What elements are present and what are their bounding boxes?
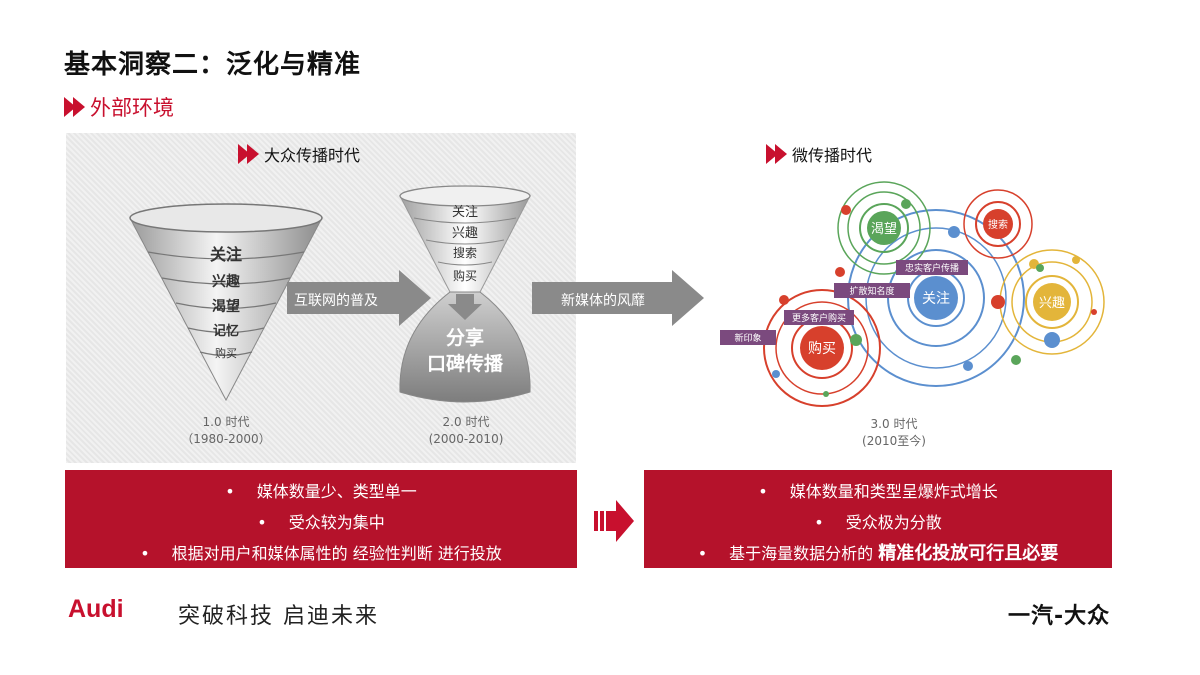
double-chevron-icon (766, 144, 787, 164)
mass-point-3: •根据对用户和媒体属性的 经验性判断 进行投放 (140, 544, 502, 563)
era-3-label: 3.0 时代 (2010至今) (834, 416, 954, 450)
subtitle-text: 外部环境 (90, 96, 174, 120)
down-arrow-icon (448, 294, 482, 320)
era-3-years: (2010至今) (862, 434, 926, 448)
node-buy-label: 购买 (808, 341, 836, 357)
node-search (983, 209, 1013, 239)
arrow-1-label: 互联网的普及 (294, 293, 378, 309)
era-1-years: （1980-2000） (181, 432, 271, 446)
funnel-2-word-of-mouth: 口碑传播 (427, 352, 504, 375)
era-1-label: 1.0 时代 （1980-2000） (166, 414, 286, 448)
micro-point-3: •基于海量数据分析的 精准化投放可行且必要 (697, 543, 1059, 564)
tag-expand-bg (834, 283, 910, 298)
funnel-2-diagram: 关注 兴趣 搜索 购买 分享 口碑传播 (399, 185, 531, 403)
search-rings (963, 189, 1033, 259)
micro-era-summary-box: •媒体数量和类型呈爆炸式增长 •受众极为分散 •基于海量数据分析的 精准化投放可… (644, 470, 1112, 568)
double-chevron-icon (64, 97, 85, 117)
funnel-2-level-2: 兴趣 (452, 226, 478, 241)
mass-point-1: •媒体数量少、类型单一 (225, 482, 417, 501)
node-interest-label: 兴趣 (1039, 296, 1065, 311)
node-want-label: 渴望 (871, 221, 897, 237)
micro-point-1: •媒体数量和类型呈爆炸式增长 (758, 482, 998, 501)
era-2-name: 2.0 时代 (442, 415, 490, 429)
funnel-1-level-1: 关注 (210, 245, 242, 264)
mass-point-2: •受众较为集中 (257, 513, 385, 532)
era-2-label: 2.0 时代 (2000-2010) (406, 414, 526, 448)
funnel-1-level-5: 购买 (215, 346, 237, 360)
era-1-name: 1.0 时代 (202, 415, 250, 429)
funnel-2-share: 分享 (446, 326, 484, 349)
tag-loyal: 忠实客户传播 (905, 262, 959, 274)
arrow-1-shape (287, 270, 431, 326)
funnel-2-level-4: 购买 (453, 268, 477, 283)
micro-era-heading: 微传播时代 (766, 142, 872, 166)
node-interest (1033, 283, 1071, 321)
double-chevron-icon (238, 144, 259, 164)
mass-era-summary-box: •媒体数量少、类型单一 •受众较为集中 •根据对用户和媒体属性的 经验性判断 进… (65, 470, 577, 568)
footer-slogan: 突破科技 启迪未来 (178, 604, 379, 629)
company-logo-text: 一汽-大众 (1008, 604, 1111, 629)
tag-more-buyers: 更多客户购买 (792, 312, 846, 324)
micro-point-2: •受众极为分散 (814, 513, 942, 532)
node-attention-label: 关注 (922, 291, 950, 307)
funnel-1-level-3: 渴望 (212, 298, 240, 315)
precision-emphasis: 精准化投放可行且必要 (878, 543, 1059, 564)
satellite-dots (772, 199, 1097, 397)
micro-era-heading-text: 微传播时代 (792, 146, 873, 165)
page-title: 基本洞察二：泛化与精准 (64, 50, 362, 80)
tag-expand: 扩散知名度 (849, 285, 894, 297)
mass-era-heading: 大众传播时代 (238, 142, 360, 166)
node-want (867, 211, 901, 245)
want-rings (837, 181, 931, 275)
funnel-2-level-3: 搜索 (453, 245, 477, 260)
micro-network-diagram: 渴望 搜索 关注 兴趣 购买 忠实客户传播 扩散知名度 更多客户购买 新印象 (720, 181, 1105, 407)
arrow-2-label: 新媒体的风靡 (561, 293, 645, 309)
mass-era-heading-text: 大众传播时代 (264, 146, 361, 165)
arrow-2-shape (532, 270, 704, 326)
tag-new-impression-bg (720, 330, 776, 345)
audi-logo-text: Audi (68, 595, 124, 623)
era-3-name: 3.0 时代 (870, 417, 918, 431)
funnel-1-level-4: 记忆 (213, 323, 239, 339)
funnel-1-level-2: 兴趣 (212, 273, 241, 290)
node-attention (914, 276, 958, 320)
funnel-1-diagram: 关注 兴趣 渴望 记忆 购买 (129, 203, 323, 402)
tag-new-impression: 新印象 (734, 332, 761, 344)
tag-loyal-bg (896, 260, 968, 275)
transition-arrow-icon (594, 500, 634, 542)
funnel-2-rim (399, 185, 531, 207)
funnel-1-rim (129, 203, 323, 233)
node-search-label: 搜索 (988, 218, 1008, 231)
tag-more-buyers-bg (784, 310, 854, 325)
funnel-2-level-1: 关注 (452, 205, 478, 220)
node-buy (800, 326, 844, 370)
section-subtitle: 外部环境 (64, 92, 174, 122)
era-2-years: (2000-2010) (428, 432, 504, 446)
funnel-2-bottom (399, 291, 531, 403)
